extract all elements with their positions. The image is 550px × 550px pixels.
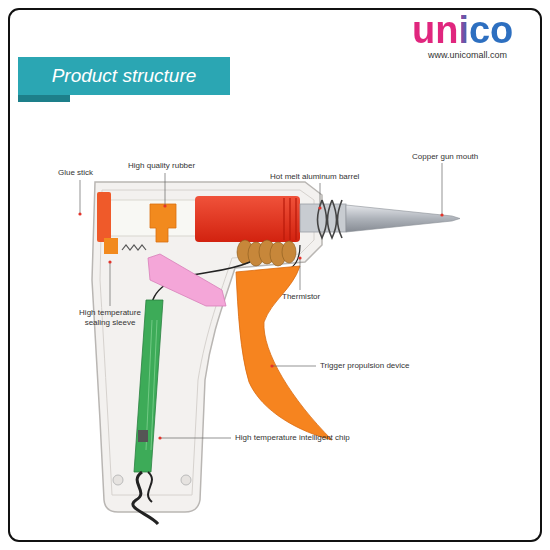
part-label: Glue stick [58, 168, 93, 178]
part-label: High temperature intelligent chip [235, 433, 350, 443]
part-label: Hot melt aluminum barrel [270, 172, 359, 182]
part-label: Trigger propulsion device [320, 361, 410, 371]
chip [138, 430, 148, 442]
leader-lines [80, 163, 442, 438]
rear-tab [104, 238, 118, 254]
copper-nozzle [346, 205, 460, 232]
title-banner: Product structure [18, 57, 230, 95]
heater-ridges [284, 198, 296, 240]
part-label: High quality rubber [128, 161, 195, 171]
wire [148, 472, 152, 502]
frame [9, 9, 541, 541]
part-label: Thermistor [282, 292, 320, 302]
part-label: Copper gun mouth [412, 152, 478, 162]
housing [92, 182, 322, 512]
power-cord [133, 472, 158, 524]
part-label: High temperature sealing sleeve [70, 308, 150, 328]
lever-spring [122, 245, 146, 250]
screw [113, 475, 123, 485]
circuit-board [134, 300, 163, 472]
rear-cap [97, 192, 111, 242]
housing-inner [100, 190, 314, 495]
trigger [236, 266, 332, 440]
rubber-part [150, 204, 176, 242]
website-watermark: www.unicomall.com [428, 50, 507, 60]
screw [181, 475, 191, 485]
heater-block [195, 196, 300, 242]
pink-lever [148, 254, 226, 306]
spring [318, 200, 343, 238]
heating-coil [237, 240, 296, 266]
logo-text: unico [412, 10, 513, 50]
